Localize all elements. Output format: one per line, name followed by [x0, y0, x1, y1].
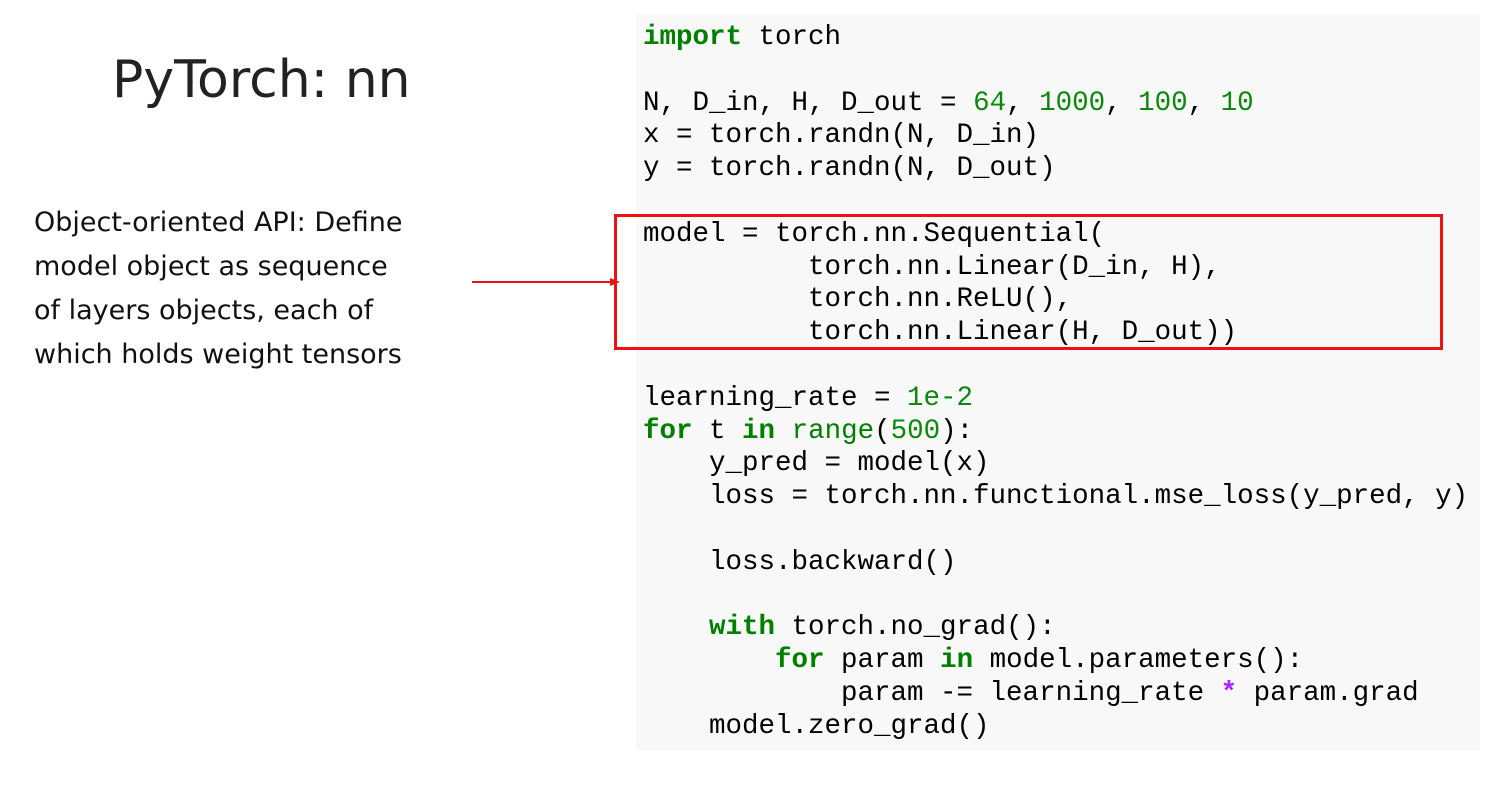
code-token: ,: [1187, 87, 1221, 119]
code-token: torch.no_grad():: [775, 612, 1056, 644]
code-token: param -= learning_rate: [643, 677, 1221, 709]
slide-title: PyTorch: nn: [112, 50, 411, 110]
code-token: *: [1220, 677, 1238, 709]
code-token: for: [643, 415, 693, 447]
code-line: model = torch.nn.Sequential(: [643, 219, 1468, 252]
code-token: param.grad: [1237, 677, 1419, 709]
code-token: with: [709, 612, 776, 644]
code-line: loss = torch.nn.functional.mse_loss(y_pr…: [643, 481, 1468, 514]
code-token: x = torch.randn(N, D_in): [643, 120, 1040, 152]
code-token: in: [742, 415, 776, 447]
slide-description: Object-oriented API: Define model object…: [34, 201, 474, 377]
code-token: model.parameters():: [973, 645, 1304, 677]
code-line: y = torch.randn(N, D_out): [643, 153, 1468, 186]
code-block: import torch N, D_in, H, D_out = 64, 100…: [643, 22, 1468, 744]
code-line: torch.nn.Linear(D_in, H),: [643, 252, 1468, 285]
code-token: model = torch.nn.Sequential(: [643, 218, 1106, 250]
code-token: ,: [1006, 87, 1040, 119]
code-line: N, D_in, H, D_out = 64, 1000, 100, 10: [643, 88, 1468, 121]
code-panel: [636, 14, 1480, 750]
code-token: 100: [1138, 87, 1188, 119]
code-token: in: [940, 645, 974, 677]
code-token: loss = torch.nn.functional.mse_loss(y_pr…: [643, 481, 1469, 513]
code-line: with torch.no_grad():: [643, 612, 1468, 645]
code-token: y_pred = model(x): [643, 448, 990, 480]
code-token: learning_rate =: [643, 382, 908, 414]
code-line: import torch: [643, 22, 1468, 55]
code-token: 1000: [1039, 87, 1106, 119]
code-token: t: [692, 415, 743, 447]
code-token: [643, 645, 775, 676]
code-token: range: [791, 415, 875, 447]
pointer-arrow: [472, 278, 620, 286]
code-token: torch.nn.Linear(H, D_out)): [643, 317, 1238, 349]
code-line: param -= learning_rate * param.grad: [643, 678, 1468, 711]
code-token: y = torch.randn(N, D_out): [643, 153, 1056, 185]
description-line: of layers objects, each of: [34, 295, 374, 326]
code-line: for t in range(500):: [643, 416, 1468, 449]
code-token: torch: [742, 22, 842, 53]
code-token: N, D_in, H, D_out =: [643, 87, 974, 119]
code-line: model.zero_grad(): [643, 711, 1468, 744]
code-token: param: [824, 645, 941, 677]
code-line: learning_rate = 1e-2: [643, 383, 1468, 416]
code-token: 64: [973, 87, 1007, 119]
code-token: model.zero_grad(): [643, 710, 990, 742]
code-token: ,: [1105, 87, 1139, 119]
code-line: y_pred = model(x): [643, 448, 1468, 481]
code-token: [775, 416, 792, 447]
code-token: torch.nn.Linear(D_in, H),: [643, 251, 1221, 283]
description-line: which holds weight tensors: [34, 339, 402, 370]
description-line: Object-oriented API: Define: [34, 207, 403, 238]
description-line: model object as sequence: [34, 251, 388, 282]
code-token: ):: [940, 415, 974, 447]
code-line: torch.nn.ReLU(),: [643, 284, 1468, 317]
code-token: (: [874, 415, 891, 447]
code-line: [643, 350, 1468, 383]
code-line: for param in model.parameters():: [643, 645, 1468, 678]
code-line: loss.backward(): [643, 547, 1468, 580]
code-line: [643, 55, 1468, 88]
code-token: loss.backward(): [643, 546, 957, 578]
code-token: for: [775, 645, 825, 677]
code-token: 500: [890, 415, 941, 447]
code-token: import: [643, 22, 743, 53]
code-token: 10: [1220, 87, 1254, 119]
code-token: 1e-2: [907, 382, 974, 414]
code-token: torch.nn.ReLU(),: [643, 284, 1073, 316]
code-line: [643, 514, 1468, 547]
model-definition-highlight: [614, 214, 1443, 350]
code-line: x = torch.randn(N, D_in): [643, 120, 1468, 153]
code-token: [643, 612, 709, 643]
code-line: [643, 580, 1468, 613]
code-line: torch.nn.Linear(H, D_out)): [643, 317, 1468, 350]
